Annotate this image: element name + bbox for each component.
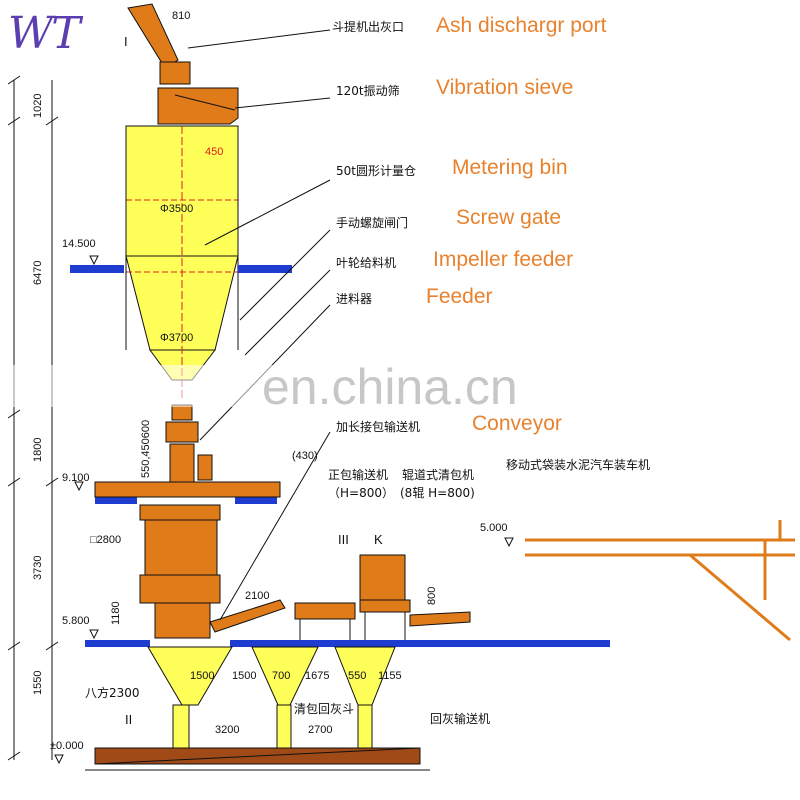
dim-1800: 1800: [32, 437, 44, 462]
label-en-impeller-feeder: Impeller feeder: [433, 248, 574, 271]
label-cn-ash-port: 斗提机出灰口: [332, 20, 405, 34]
dim-1500a: 1500: [190, 670, 215, 682]
dim-1500b: 1500: [232, 670, 257, 682]
level-markers: [54, 255, 514, 765]
label-cn-truck-loader: 移动式袋装水泥汽车装车机: [506, 458, 651, 472]
label-en-conveyor: Conveyor: [472, 412, 562, 435]
level-9100: 9.100: [62, 472, 90, 484]
label-cn-impeller-feeder: 叶轮给料机: [336, 256, 397, 270]
label-cn-screw-gate: 手动螺旋闸门: [336, 216, 409, 230]
dim-box2800: □2800: [90, 534, 122, 546]
label-en-screw-gate: Screw gate: [456, 206, 562, 229]
platform-9100: [94, 481, 281, 498]
extended-conveyor: [209, 599, 286, 633]
mark-iii: III: [338, 532, 349, 547]
dim-3200: 3200: [215, 724, 240, 736]
dim-1675: 1675: [305, 670, 330, 682]
label-en-vibration-sieve: Vibration sieve: [436, 76, 574, 99]
dim-800: 800: [426, 586, 438, 605]
dim-1180: 1180: [110, 601, 122, 625]
label-cn-roller-cleaner: 辊道式清包机: [402, 468, 475, 482]
ash-discharge-chute: [127, 3, 191, 85]
level-14500: 14.500: [62, 238, 96, 250]
label-cn-conveyor: 加长接包输送机: [336, 420, 421, 434]
label-en-ash-port: Ash dischargr port: [436, 14, 607, 37]
label-cn-roller-cleaner-h: (8辊 H=800): [400, 486, 475, 500]
dim-1550: 1550: [32, 670, 44, 695]
floor-beams: [70, 265, 610, 647]
level-0000: ±0.000: [50, 740, 84, 752]
label-cn-feeder: 进料器: [336, 292, 373, 306]
dim-2700: 2700: [308, 724, 333, 736]
rotary-packer: [139, 504, 221, 639]
dim-phi3700: Φ3700: [160, 332, 194, 344]
label-cn-metering-bin: 50t圆形计量仓: [336, 164, 416, 178]
label-cn-bag-conveyor: 正包输送机: [328, 468, 389, 482]
dim-phi3500: Φ3500: [160, 203, 194, 215]
leader-lines: [187, 29, 331, 621]
label-en-feeder: Feeder: [426, 285, 493, 308]
dim-2100: 2100: [245, 590, 270, 602]
mark-i: I: [124, 34, 128, 49]
level-5800: 5.800: [62, 615, 90, 627]
truck-loader: [525, 520, 795, 642]
dim-550-450-600: 550,450600: [140, 419, 152, 478]
dim-450: 450: [205, 146, 224, 158]
dim-1020: 1020: [32, 93, 44, 118]
dim-1155: 1155: [378, 670, 402, 682]
label-cn-vibration-sieve: 120t振动筛: [336, 84, 400, 98]
dim-700: 700: [272, 670, 291, 682]
dim-6470: 6470: [32, 260, 44, 285]
watermark: en.china.cn: [262, 359, 518, 415]
roller-bag-cleaner: [359, 554, 471, 640]
wt-logo: WT: [8, 8, 81, 59]
watermark-band: [0, 365, 800, 407]
ash-hoppers: [147, 646, 396, 751]
dim-810: 810: [172, 10, 191, 22]
mark-k: K: [374, 532, 383, 547]
label-cn-ash-return-conveyor: 回灰输送机: [430, 712, 491, 726]
vibration-sieve: [157, 87, 239, 125]
label-en-metering-bin: Metering bin: [452, 156, 568, 179]
label-cn-octagon: 八方2300: [85, 686, 140, 700]
dim-550: 550: [348, 670, 367, 682]
dim-430: (430): [292, 450, 318, 462]
label-cn-bag-conveyor-h: （H=800）: [328, 486, 394, 500]
left-dimension-line: [7, 75, 59, 761]
mark-ii: II: [125, 712, 133, 727]
level-5000: 5.000: [480, 522, 508, 534]
dim-3730: 3730: [32, 555, 44, 580]
return-screw-conveyor: [94, 747, 421, 765]
metering-bin: [125, 125, 239, 400]
label-cn-ash-return-hopper: 清包回灰斗: [294, 702, 355, 716]
feeder-stack: [165, 404, 213, 483]
bag-conveyor: [294, 602, 356, 640]
